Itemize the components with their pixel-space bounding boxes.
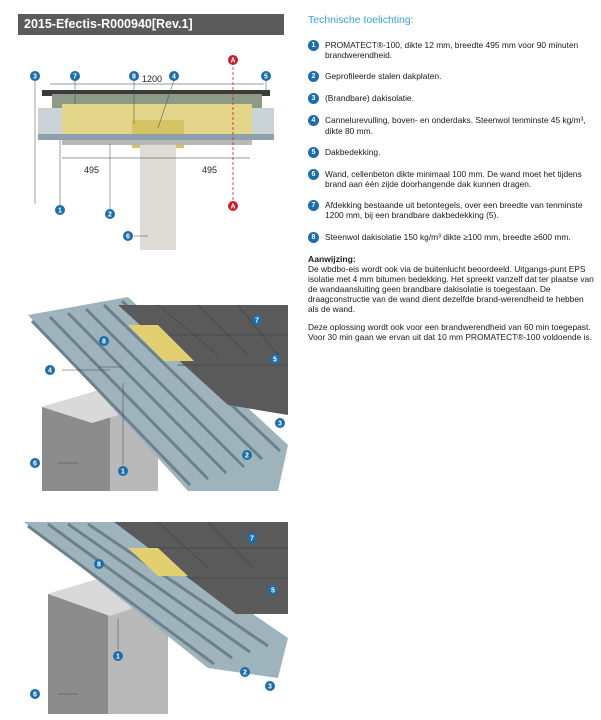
svg-text:2: 2 xyxy=(245,453,249,460)
section-marker-top xyxy=(228,55,238,65)
iso2-callouts: 7 8 5 1 3 6 2 xyxy=(30,533,278,699)
item-text: Steenwol dakisolatie 150 kg/m³ dikte ≥10… xyxy=(325,231,571,242)
explanation-item: 5 Dakbedekking. xyxy=(308,146,596,158)
cross-section-diagram: 1200 495 495 A A 3 7 8 4 5 1 2 6 xyxy=(30,55,274,250)
number-badge: 6 xyxy=(308,168,319,180)
svg-text:3: 3 xyxy=(33,74,37,81)
isometric-diagram-2: 7 8 5 1 3 6 2 xyxy=(24,521,288,714)
number-badge: 8 xyxy=(308,231,319,243)
svg-text:6: 6 xyxy=(33,461,37,468)
dim-left-label: 495 xyxy=(84,165,99,175)
svg-text:6: 6 xyxy=(126,234,130,241)
dim-right-label: 495 xyxy=(202,165,217,175)
svg-text:3: 3 xyxy=(278,421,282,428)
svg-text:4: 4 xyxy=(48,368,52,375)
item-text: PROMATECT®-100, dikte 12 mm, breedte 495… xyxy=(325,40,579,61)
iso1-callouts: 7 8 5 4 3 6 1 2 xyxy=(30,315,285,476)
explanation-item: 3 (Brandbare) dakisolatie. xyxy=(308,93,596,105)
number-badge: 4 xyxy=(308,115,319,127)
svg-text:2: 2 xyxy=(243,670,247,677)
item-text: Afdekking bestaande uit betontegels, ove… xyxy=(325,200,583,221)
svg-text:7: 7 xyxy=(73,74,77,81)
item-text: (Brandbare) dakisolatie. xyxy=(325,93,414,104)
item-text: Cannelurevulling, boven- en onderdaks. S… xyxy=(325,115,586,136)
explanation-item: 4 Cannelurevulling, boven- en onderdaks.… xyxy=(308,115,596,136)
section-marker-bottom xyxy=(228,201,238,211)
explanation-item: 7 Afdekking bestaande uit betontegels, o… xyxy=(308,200,596,220)
svg-text:A: A xyxy=(231,58,236,65)
section-callouts: 3 7 8 4 5 1 2 6 xyxy=(30,71,271,241)
number-badge: 5 xyxy=(308,146,319,158)
explanation-item: 2 Geprofileerde stalen dakplaten. xyxy=(308,71,596,83)
explanation-title: Technische toelichting: xyxy=(308,14,414,26)
item-text: Wand, cellenbeton dikte minimaal 100 mm.… xyxy=(325,168,582,190)
isometric-diagram-1: 7 8 5 4 3 6 1 2 xyxy=(28,297,288,491)
document-id-header: 2015-Efectis-R000940[Rev.1] xyxy=(18,14,284,35)
number-badge: 2 xyxy=(308,71,319,83)
explanation-item: 1 PROMATECT®-100, dikte 12 mm, breedte 4… xyxy=(308,40,596,60)
explanation-item: 6 Wand, cellenbeton dikte minimaal 100 m… xyxy=(308,168,596,190)
note-paragraph: De wbdbo-eis wordt ook via de buitenluch… xyxy=(308,263,594,315)
number-badge: 3 xyxy=(308,93,319,105)
svg-text:1: 1 xyxy=(121,469,125,476)
svg-text:2: 2 xyxy=(108,212,112,219)
svg-text:7: 7 xyxy=(255,318,259,325)
svg-text:5: 5 xyxy=(264,74,268,81)
dim-top-label: 1200 xyxy=(142,74,162,84)
svg-text:8: 8 xyxy=(102,339,106,346)
svg-text:1: 1 xyxy=(58,208,62,215)
explanation-item: 8 Steenwol dakisolatie 150 kg/m³ dikte ≥… xyxy=(308,231,596,243)
svg-text:7: 7 xyxy=(250,536,254,543)
svg-text:5: 5 xyxy=(271,588,275,595)
svg-text:8: 8 xyxy=(132,74,136,81)
item-text: Dakbedekking. xyxy=(325,146,381,157)
svg-text:8: 8 xyxy=(97,562,101,569)
svg-text:4: 4 xyxy=(172,74,176,81)
svg-text:5: 5 xyxy=(273,357,277,364)
svg-text:1: 1 xyxy=(116,654,120,661)
note-paragraph: Deze oplossing wordt ook voor een brandw… xyxy=(308,321,592,342)
number-badge: 1 xyxy=(308,40,319,51)
number-badge: 7 xyxy=(308,200,319,212)
technical-explanation: Technische toelichting: 1 PROMATECT®-100… xyxy=(308,14,596,349)
svg-text:6: 6 xyxy=(33,692,37,699)
note-title: Aanwijzing: xyxy=(308,253,356,264)
svg-text:A: A xyxy=(231,204,236,211)
svg-text:3: 3 xyxy=(268,684,272,691)
item-text: Geprofileerde stalen dakplaten. xyxy=(325,71,442,82)
